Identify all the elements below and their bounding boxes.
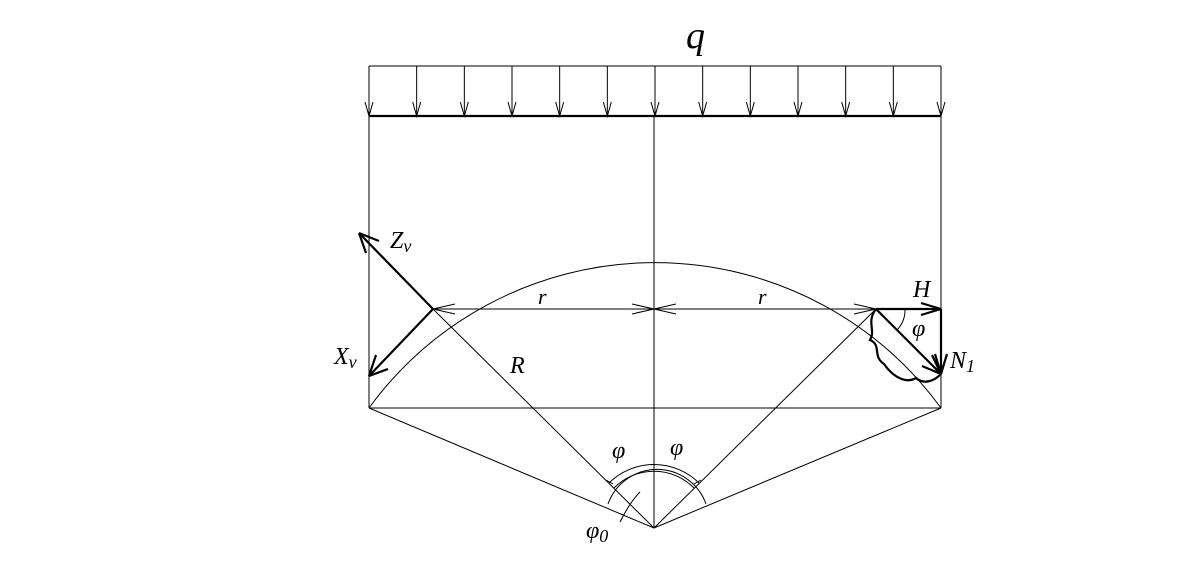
xv-arrowhead [367, 354, 389, 378]
phi-arc-middle [613, 470, 695, 489]
phi-label-right-center: φ [670, 435, 683, 461]
n1-arrowhead [921, 354, 942, 376]
phi0-arc [607, 468, 707, 505]
dome-arc [368, 262, 942, 409]
r-label-left: r [538, 284, 547, 309]
phi-label-right-corner: φ [912, 316, 925, 342]
load-arrowhead [650, 101, 660, 118]
phi-arc-right-corner [896, 308, 906, 331]
h-arrowhead [920, 301, 942, 317]
load-label-q: q [686, 15, 705, 57]
load-arrowhead [459, 101, 469, 118]
zv-label: Zv [390, 228, 411, 256]
r-arrowhead-center-right [653, 303, 677, 315]
apex-angle-arcs [605, 464, 707, 523]
load-arrows [364, 66, 946, 118]
phi-tick-right [693, 479, 702, 485]
h-label: H [912, 277, 932, 303]
distributed-load [364, 65, 946, 118]
load-arrowhead [841, 101, 851, 118]
load-arrowhead [698, 101, 708, 118]
xv-label: Xv [333, 344, 357, 372]
phi0-leader [619, 491, 641, 523]
zv-arrow-shaft [358, 232, 434, 310]
phi0-label: φ0 [586, 518, 608, 546]
load-arrowhead [555, 101, 565, 118]
load-arrowhead [412, 101, 422, 118]
right-force-triangle [868, 301, 949, 383]
load-arrowhead [793, 101, 803, 118]
load-arrowhead [602, 101, 612, 118]
radius-line-right [653, 308, 877, 529]
phi-tick-left [605, 479, 614, 485]
radius-label-R: R [509, 353, 525, 379]
n1-label: N1 [949, 348, 975, 376]
cone-line-left [368, 407, 655, 529]
load-arrowhead [745, 101, 755, 118]
xv-arrow-shaft [368, 308, 434, 377]
radius-line-left [432, 308, 655, 529]
left-reactions [357, 231, 434, 378]
load-arrowhead [888, 101, 898, 118]
n1-arrow-shaft [875, 308, 942, 375]
phi-arc-outer [608, 464, 700, 484]
phi-label-left-center: φ [612, 438, 625, 464]
zv-arrowhead [357, 231, 380, 254]
cut-section-curve [868, 308, 942, 383]
load-arrowhead [507, 101, 517, 118]
cone-line-right [653, 407, 942, 529]
r-label-right: r [758, 284, 767, 309]
